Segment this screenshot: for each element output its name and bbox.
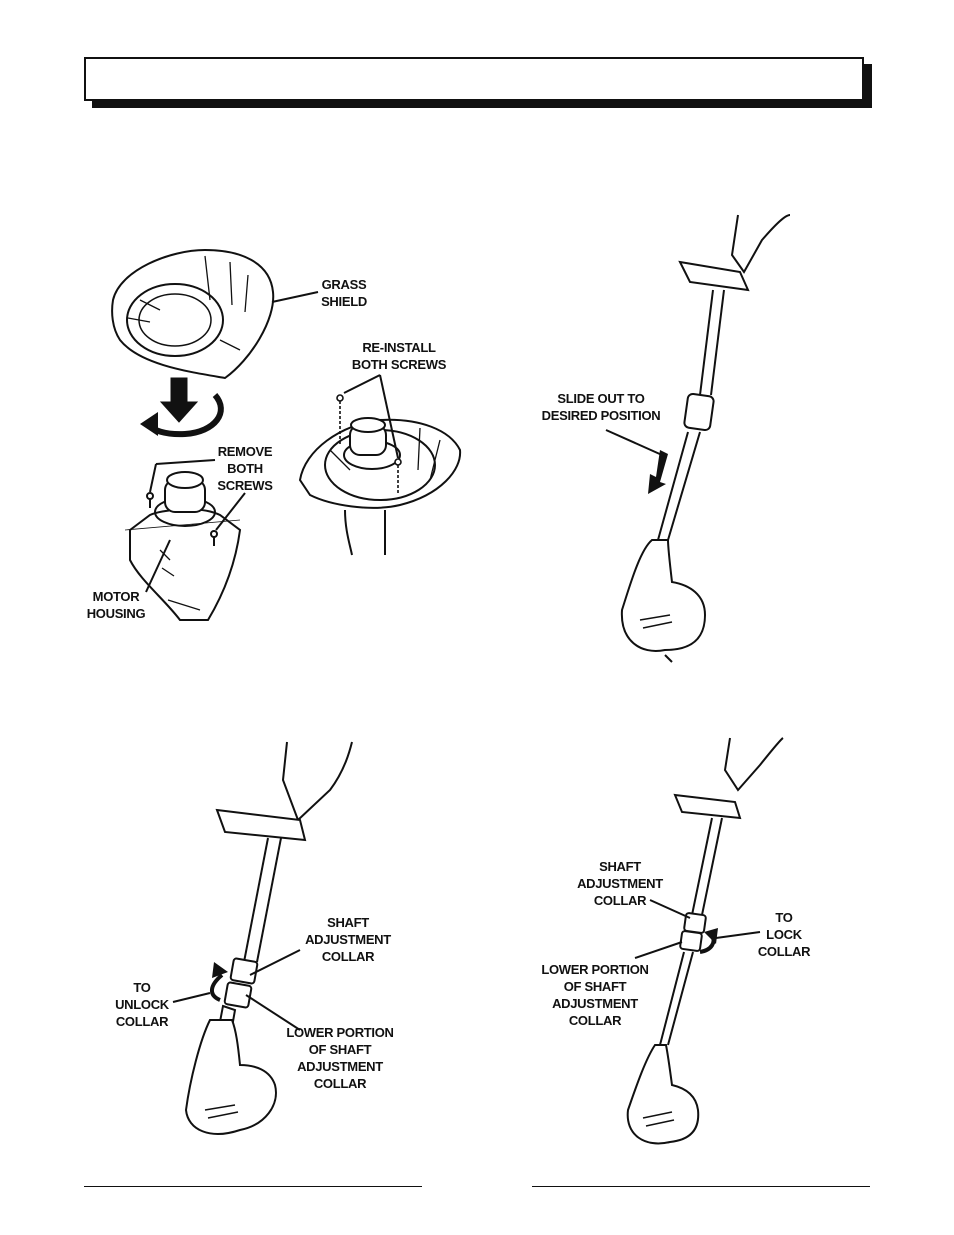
- label-fig3-shaft-collar: SHAFT ADJUSTMENT COLLAR: [305, 915, 391, 964]
- label-fig4-lower-portion: LOWER PORTION OF SHAFT ADJUSTMENT COLLAR: [541, 962, 649, 1028]
- slide-arrow-icon: [648, 450, 668, 494]
- label-grass-shield: GRASS SHIELD: [321, 277, 367, 309]
- label-remove-screws: REMOVE BOTH SCREWS: [217, 444, 273, 493]
- screw-icon-left: [146, 492, 154, 508]
- screw-icon-reinstall-left: [336, 394, 344, 445]
- down-arrow-icon: [159, 377, 199, 423]
- screw-icon-reinstall-right: [394, 458, 402, 495]
- grass-shield-drawing: [111, 248, 275, 380]
- footer-rule-left: [84, 1186, 422, 1187]
- trimmer-drawing-fig4: [626, 737, 784, 1145]
- fig3-leader-lines: [172, 949, 301, 1031]
- trimmer-drawing-fig3: [184, 741, 353, 1135]
- label-fig3-lower-portion: LOWER PORTION OF SHAFT ADJUSTMENT COLLAR: [286, 1025, 394, 1091]
- label-fig4-shaft-collar: SHAFT ADJUSTMENT COLLAR: [577, 859, 663, 908]
- label-to-lock: TO LOCK COLLAR: [757, 910, 811, 959]
- footer-rule-right: [532, 1186, 870, 1187]
- unlock-rotate-arrow-icon: [210, 973, 224, 1002]
- label-slide-out: SLIDE OUT TO DESIRED POSITION: [541, 391, 661, 423]
- reinstalled-shield-drawing: [298, 417, 462, 556]
- label-motor-housing: MOTOR HOUSING: [86, 589, 146, 621]
- lock-arrow-head-icon: [704, 928, 718, 944]
- page-title-box: [84, 57, 864, 101]
- fig1-leader-lines: [145, 291, 399, 593]
- label-to-unlock: TO UNLOCK COLLAR: [115, 980, 169, 1029]
- slide-leader-line: [605, 429, 663, 456]
- fig4-leader-lines: [634, 899, 761, 959]
- label-reinstall-screws: RE-INSTALL BOTH SCREWS: [351, 340, 447, 372]
- trimmer-drawing-fig2: [620, 214, 791, 663]
- screw-icon-right: [210, 530, 218, 546]
- rotate-arrow-head-icon: [140, 412, 158, 436]
- unlock-arrow-head-icon: [212, 962, 228, 978]
